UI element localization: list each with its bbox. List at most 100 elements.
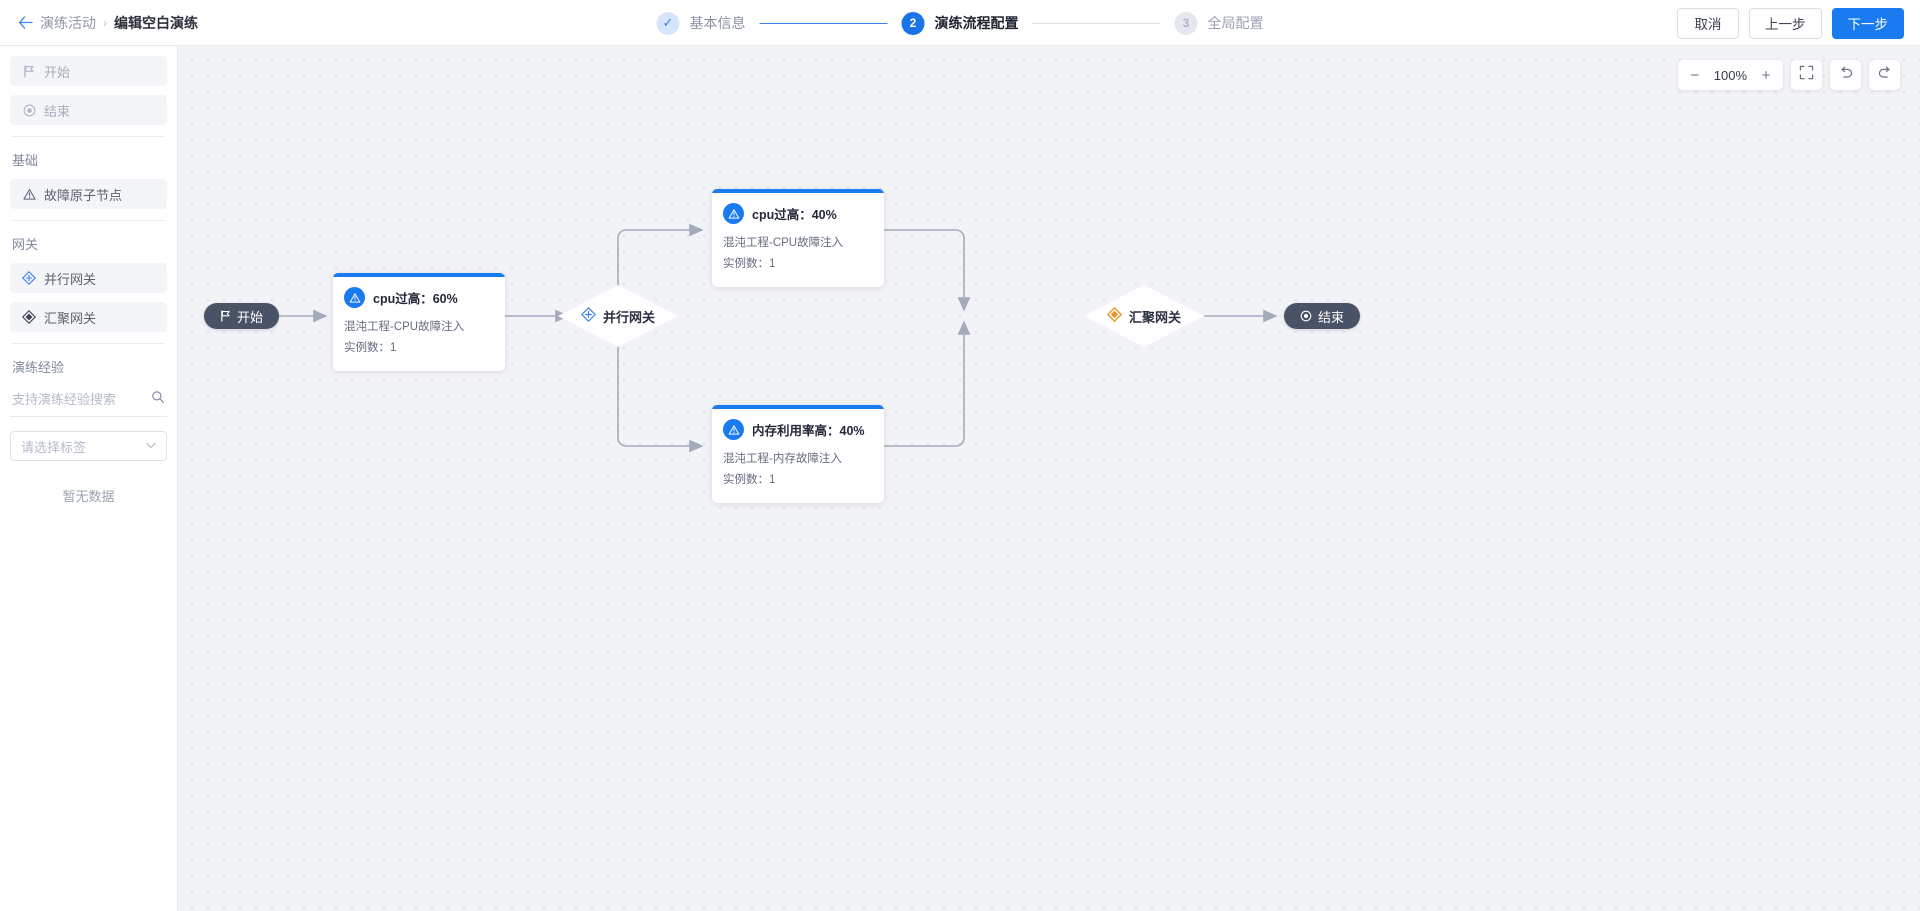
flag-icon	[22, 64, 36, 78]
divider-2	[12, 220, 165, 221]
palette-item-parallel-gateway[interactable]: 并行网关	[10, 263, 167, 293]
node-subtitle: 混沌工程-内存故障注入	[723, 453, 842, 465]
palette-item-end[interactable]: 结束	[10, 95, 167, 125]
experience-section-title: 演练经验	[12, 360, 65, 375]
tag-select[interactable]: 请选择标签	[10, 431, 167, 461]
palette-item-merge-gateway-label: 汇聚网关	[44, 310, 97, 326]
step-1-circle: ✓	[656, 11, 680, 35]
divider-3	[12, 343, 165, 344]
divider-1	[12, 136, 165, 137]
node-instances: 实例数：1	[344, 342, 397, 355]
node-title: cpu过高：40%	[752, 208, 837, 222]
palette-group-basic-title: 基础	[12, 153, 39, 168]
flow-canvas[interactable]: − 100% +	[178, 46, 1920, 911]
experience-search-input[interactable]	[12, 392, 132, 407]
stop-circle-icon	[1300, 310, 1312, 322]
next-step-button[interactable]: 下一步	[1831, 7, 1904, 39]
step-connector-2	[1032, 22, 1161, 24]
node-task-cpu-40[interactable]: cpu过高：40% 混沌工程-CPU故障注入 实例数：1	[712, 189, 884, 287]
step-2-circle: 2	[901, 11, 925, 35]
node-merge-gateway-label: 汇聚网关	[1128, 309, 1181, 325]
step-basic-info[interactable]: ✓ 基本信息	[656, 11, 746, 35]
node-header: cpu过高：60%	[344, 287, 494, 308]
edge-cpu40-to-merge	[884, 229, 971, 312]
node-instances: 实例数：1	[723, 474, 776, 487]
back-arrow-icon[interactable]	[18, 16, 33, 29]
redo-icon	[1877, 66, 1893, 85]
palette-sidebar: 开始 结束 基础 故障原子节点 网关 并行网关 汇聚网关 演练经验	[0, 46, 178, 911]
palette-item-merge-gateway[interactable]: 汇聚网关	[10, 302, 167, 332]
zoom-level-value: 100%	[1713, 67, 1747, 83]
palette-item-parallel-gateway-label: 并行网关	[44, 271, 97, 287]
experience-search[interactable]	[10, 386, 167, 417]
zoom-out-button[interactable]: −	[1690, 66, 1700, 84]
palette-item-end-label: 结束	[44, 103, 71, 119]
warning-triangle-icon	[723, 419, 744, 440]
fit-view-button[interactable]	[1791, 60, 1822, 90]
breadcrumb: 演练活动 › 编辑空白演练	[18, 13, 198, 33]
parallel-gateway-icon	[580, 307, 596, 325]
merge-gateway-icon	[1106, 306, 1123, 325]
node-task-cpu-60[interactable]: cpu过高：60% 混沌工程-CPU故障注入 实例数：1	[333, 273, 505, 371]
node-end-label: 结束	[1318, 309, 1345, 325]
step-flow-config[interactable]: 2 演练流程配置	[901, 11, 1019, 35]
stop-circle-icon	[22, 103, 36, 117]
step-3-label: 全局配置	[1207, 15, 1264, 31]
node-parallel-gateway[interactable]: 并行网关	[558, 285, 678, 347]
edge-mem40-to-merge	[884, 320, 971, 447]
node-body: cpu过高：40% 混沌工程-CPU故障注入 实例数：1	[712, 193, 884, 287]
flow-edges	[262, 223, 1278, 453]
palette-item-fault-atom-node[interactable]: 故障原子节点	[10, 179, 167, 209]
palette-group-gateway-title: 网关	[12, 237, 39, 252]
redo-button[interactable]	[1869, 60, 1900, 90]
node-instances: 实例数：1	[723, 258, 776, 271]
node-body: cpu过高：60% 混沌工程-CPU故障注入 实例数：1	[333, 277, 505, 371]
palette-item-start[interactable]: 开始	[10, 56, 167, 86]
node-accent-bar	[712, 189, 884, 193]
undo-button[interactable]	[1830, 60, 1861, 90]
node-header: 内存利用率高：40%	[723, 419, 873, 440]
breadcrumb-separator: ›	[103, 15, 107, 30]
node-accent-bar	[333, 273, 505, 277]
node-title: cpu过高：60%	[373, 292, 458, 306]
node-parallel-gateway-label: 并行网关	[602, 309, 655, 325]
node-merge-gateway[interactable]: 汇聚网关	[1084, 285, 1204, 347]
node-start[interactable]: 开始	[204, 303, 280, 329]
experience-empty-text: 暂无数据	[62, 489, 115, 504]
gateway-content: 汇聚网关	[1084, 285, 1204, 347]
step-2-label: 演练流程配置	[934, 15, 1019, 31]
step-indicator: ✓ 基本信息 2 演练流程配置 3 全局配置	[656, 0, 1264, 46]
fullscreen-icon	[1799, 65, 1814, 85]
warning-triangle-icon	[22, 187, 36, 201]
flow-graph: 开始 cpu过高：60% 混沌工程-CPU故障注入 实例数：1	[178, 46, 1920, 911]
previous-step-button[interactable]: 上一步	[1749, 7, 1822, 39]
gateway-content: 并行网关	[558, 285, 678, 347]
node-title: 内存利用率高：40%	[752, 424, 865, 438]
cancel-button[interactable]: 取消	[1677, 7, 1739, 39]
warning-triangle-icon	[723, 203, 744, 224]
breadcrumb-current: 编辑空白演练	[114, 14, 198, 31]
node-accent-bar	[712, 405, 884, 409]
node-subtitle: 混沌工程-CPU故障注入	[344, 321, 465, 333]
node-task-memory-40[interactable]: 内存利用率高：40% 混沌工程-内存故障注入 实例数：1	[712, 405, 884, 503]
step-3-circle: 3	[1174, 11, 1198, 35]
flag-icon	[220, 310, 231, 322]
node-start-label: 开始	[237, 309, 264, 325]
palette-item-fault-atom-node-label: 故障原子节点	[44, 187, 123, 203]
top-bar: 演练活动 › 编辑空白演练 ✓ 基本信息 2 演练流程配置 3 全局配置 取消 …	[0, 0, 1920, 46]
node-header: cpu过高：40%	[723, 203, 873, 224]
chevron-down-icon	[146, 441, 156, 452]
tag-select-value: 请选择标签	[21, 439, 87, 455]
merge-gateway-icon	[22, 310, 36, 324]
step-global-config[interactable]: 3 全局配置	[1174, 11, 1264, 35]
node-end[interactable]: 结束	[1284, 303, 1361, 329]
step-1-label: 基本信息	[689, 15, 746, 31]
parallel-gateway-icon	[22, 271, 36, 285]
node-subtitle: 混沌工程-CPU故障注入	[723, 237, 844, 249]
undo-icon	[1838, 66, 1854, 85]
canvas-toolbar: − 100% +	[1677, 60, 1900, 90]
search-icon[interactable]	[151, 390, 165, 409]
zoom-in-button[interactable]: +	[1761, 66, 1771, 84]
warning-triangle-icon	[344, 287, 365, 308]
breadcrumb-parent[interactable]: 演练活动	[40, 14, 96, 31]
